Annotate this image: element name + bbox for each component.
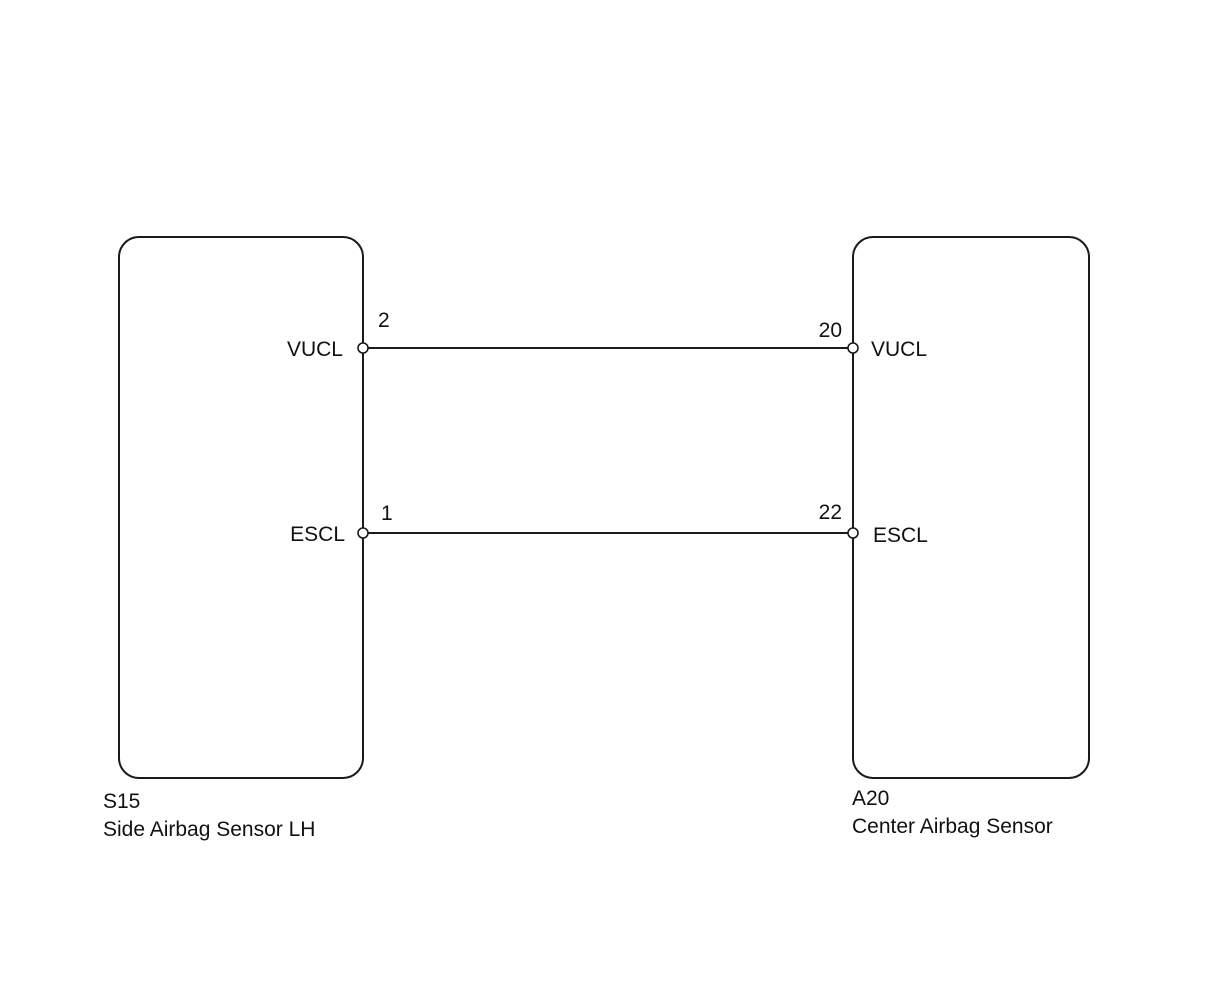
terminal-right-vucl (847, 342, 859, 354)
side-airbag-sensor-box (118, 236, 364, 779)
right-pin-signal-escl: ESCL (873, 524, 928, 547)
right-component-code: A20 (852, 787, 889, 810)
left-pin-number-escl: 1 (381, 502, 393, 525)
left-pin-number-vucl: 2 (378, 309, 390, 332)
left-pin-signal-escl: ESCL (290, 523, 345, 546)
terminal-left-vucl (357, 342, 369, 354)
center-airbag-sensor-box (852, 236, 1090, 779)
left-component-name: Side Airbag Sensor LH (103, 818, 315, 841)
right-pin-number-escl: 22 (819, 501, 842, 524)
left-component-code: S15 (103, 790, 140, 813)
terminal-right-escl (847, 527, 859, 539)
terminal-left-escl (357, 527, 369, 539)
left-pin-signal-vucl: VUCL (287, 338, 343, 361)
right-pin-number-vucl: 20 (819, 319, 842, 342)
right-component-name: Center Airbag Sensor (852, 815, 1053, 838)
right-pin-signal-vucl: VUCL (871, 338, 927, 361)
